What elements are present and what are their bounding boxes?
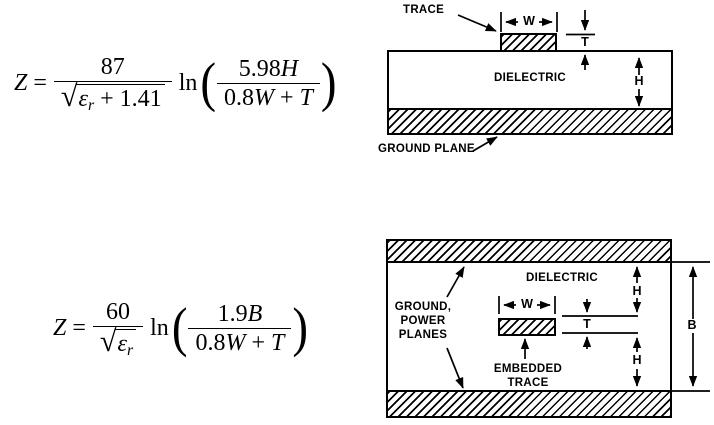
ground-power-planes-label: GROUND, POWER PLANES [394, 301, 452, 341]
ground-plane-pointer-arrow [472, 136, 498, 152]
radical-symbol: √ [99, 324, 117, 358]
formula-lhs: Z [53, 314, 67, 341]
planes-lower-pointer-arrow [446, 347, 464, 389]
b-dimension-label: B [685, 318, 699, 332]
fraction-numerator: 1.9B [217, 300, 263, 327]
natural-log: ln [178, 69, 198, 96]
bottom-plane-bar [386, 390, 672, 418]
equals-sign: = [33, 69, 47, 96]
fraction-denominator: 0.8W + T [217, 82, 320, 110]
coefficient-fraction: 60 √εr [92, 299, 144, 359]
microstrip-dimension-arrows [457, 10, 644, 152]
fraction-denominator: 0.8W + T [188, 327, 292, 355]
microstrip-cross-section-diagram: TRACE DIELECTRIC GROUND PLANE W T H [370, 0, 714, 170]
ground-plane-label: GROUND PLANE [378, 143, 475, 155]
t-dimension-label: T [581, 35, 589, 49]
w-dimension-label: W [523, 14, 535, 28]
h-bottom-dimension-label: H [632, 353, 642, 367]
coefficient-fraction: 87 √εr + 1.41 [53, 54, 172, 114]
fraction-numerator: 87 [100, 54, 125, 80]
dielectric-label: DIELECTRIC [494, 72, 566, 84]
h-dimension-label: H [634, 74, 644, 88]
open-paren: ( [171, 297, 188, 358]
radicand: εr [114, 329, 137, 359]
close-paren: ) [292, 297, 309, 358]
microstrip-impedance-formula: Z = 87 √εr + 1.41 ln ( 5.98H 0.8W + T ) [14, 52, 337, 114]
dielectric-label: DIELECTRIC [526, 272, 598, 284]
w-dimension-label: W [521, 297, 533, 311]
embedded-trace-bar [498, 318, 556, 336]
stripline-dimension-arrows [446, 261, 710, 392]
trace-pointer-arrow [457, 14, 497, 32]
radical-symbol: √ [60, 79, 78, 113]
fraction-numerator: 5.98H [238, 55, 299, 82]
radicand: εr + 1.41 [75, 84, 165, 114]
stripline-cross-section-diagram: DIELECTRIC GROUND, POWER PLANES EMBEDDED… [370, 230, 714, 425]
formula-lhs: Z [14, 69, 28, 96]
planes-upper-pointer-arrow [446, 266, 465, 298]
t-dimension-label: T [583, 317, 591, 331]
t-dimension-arrows [566, 10, 595, 70]
fraction-denominator: √εr + 1.41 [53, 79, 172, 114]
equals-sign: = [72, 314, 86, 341]
stripline-impedance-formula: Z = 60 √εr ln ( 1.9B 0.8W + T ) [53, 297, 308, 359]
square-root: √εr [99, 324, 137, 359]
trace-label: TRACE [403, 4, 445, 16]
w-dimension-arrows [498, 296, 556, 314]
dielectric-box [387, 50, 673, 110]
ground-plane-bar [387, 108, 673, 135]
w-dimension-arrows [500, 12, 558, 32]
b-dimension-arrows [672, 261, 710, 392]
h-top-dimension-label: H [632, 284, 642, 298]
embedded-trace-label: EMBEDDED TRACE [493, 363, 563, 389]
open-paren: ( [200, 52, 217, 113]
square-root: √εr + 1.41 [60, 79, 165, 114]
argument-fraction: 1.9B 0.8W + T [188, 300, 292, 355]
fraction-denominator: √εr [92, 324, 144, 359]
t-dimension-arrows [562, 299, 638, 349]
natural-log: ln [150, 314, 169, 341]
argument-fraction: 5.98H 0.8W + T [217, 57, 320, 110]
close-paren: ) [320, 52, 337, 113]
trace-bar [500, 33, 557, 52]
fraction-numerator: 60 [106, 299, 131, 325]
top-plane-bar [386, 239, 672, 263]
